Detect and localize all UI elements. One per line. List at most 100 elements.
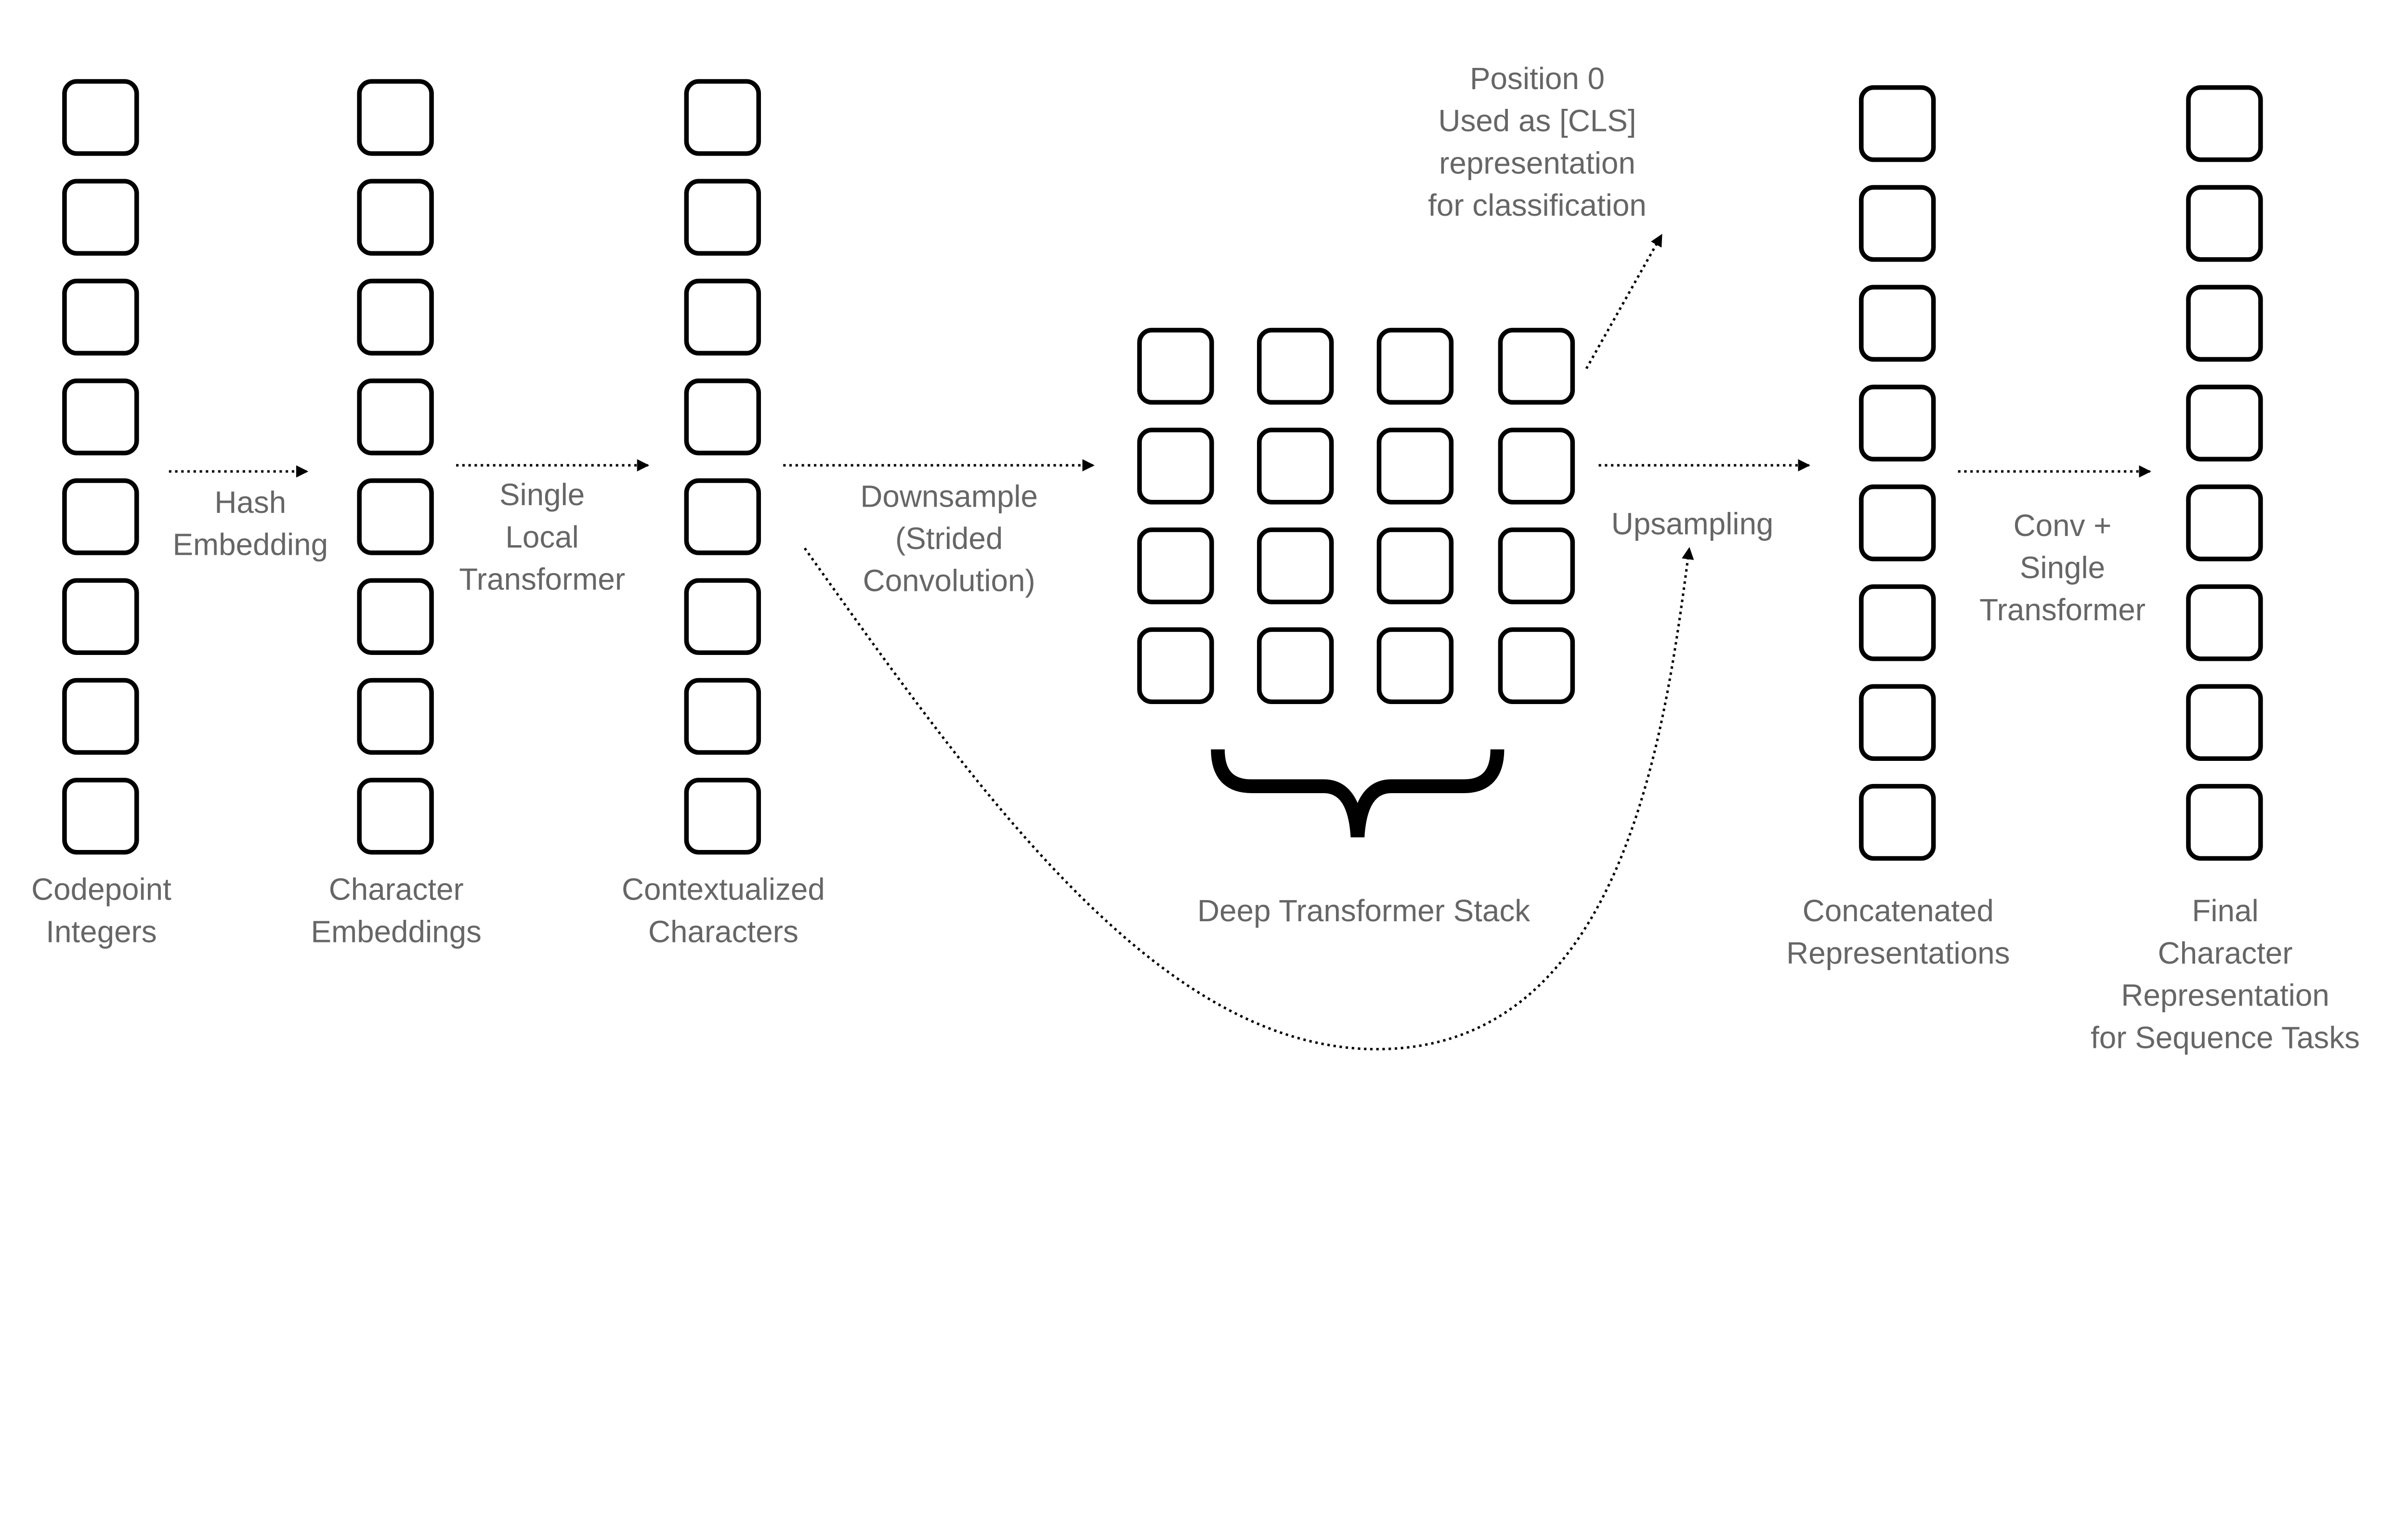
column-0-cell (62, 578, 139, 655)
step-label-line: Convolution) (863, 563, 1035, 598)
column-2-cell (684, 179, 761, 256)
cls-note-line: Used as [CLS] (1438, 104, 1636, 138)
transformer-grid-cell (1137, 527, 1214, 604)
column-1-cell (357, 778, 434, 855)
column-1-cell (357, 79, 434, 156)
column-3-cell (1859, 185, 1936, 262)
column-label-line: Characters (648, 914, 798, 949)
column-2-cell (684, 778, 761, 855)
column-3-cell (1859, 384, 1936, 462)
column-0-cell (62, 79, 139, 156)
brace-icon (1211, 749, 1505, 837)
step-label-line: Upsampling (1611, 507, 1774, 541)
column-label-line: Codepoint (31, 872, 171, 907)
cls-note-line: representation (1439, 145, 1636, 180)
step-label-line: Embedding (172, 527, 328, 562)
column-1-cell (357, 478, 434, 555)
column-0-cell (62, 379, 139, 456)
column-4-cell (2186, 484, 2263, 562)
column-3-cell (1859, 784, 1936, 861)
arrows (169, 234, 2151, 1051)
arrow-cls (1585, 234, 1663, 369)
step-label-line: Transformer (459, 562, 625, 596)
grid-label-line: Deep Transformer Stack (1197, 893, 1530, 928)
column-label-line: Representation (2121, 978, 2329, 1013)
column-2-cell (684, 578, 761, 655)
step-label-line: Single (499, 477, 585, 512)
column-label-line: Character (329, 872, 464, 907)
column-0-cell (62, 478, 139, 555)
column-label-line: Final (2192, 893, 2258, 928)
transformer-grid-cell (1376, 428, 1454, 505)
transformer-grid-cell (1257, 527, 1334, 604)
transformer-grid-cell (1137, 627, 1214, 705)
column-label-line: Integers (46, 914, 157, 949)
transformer-grid-cell (1137, 327, 1214, 405)
column-4-cell (2186, 285, 2263, 362)
column-1-cell (357, 678, 434, 755)
arrow-residual-skip (803, 547, 1694, 1051)
column-label-line: Concatenated (1803, 893, 1994, 928)
column-4-cell (2186, 185, 2263, 262)
column-label-line: Contextualized (622, 872, 825, 907)
column-3-cell (1859, 584, 1936, 661)
column-2-cell (684, 478, 761, 555)
transformer-grid-cell (1137, 428, 1214, 505)
transformer-grid-cell (1498, 527, 1575, 604)
column-2-cell (684, 278, 761, 356)
step-label: Upsampling (1611, 507, 1774, 541)
transformer-grid-cell (1257, 627, 1334, 705)
transformer-grid-cell (1376, 527, 1454, 604)
column-label-line: Embeddings (311, 914, 481, 949)
column-2-cell (684, 79, 761, 156)
column-1-cell (357, 179, 434, 256)
cls-note-line: Position 0 (1470, 61, 1605, 96)
transformer-grid-cell (1498, 428, 1575, 505)
column-label-line: Character (2158, 936, 2293, 970)
column-4-cell (2186, 684, 2263, 761)
transformer-grid-cell (1498, 627, 1575, 705)
step-label-line: (Strided (895, 521, 1003, 556)
cls-note-line: for classification (1428, 188, 1647, 222)
column-0-cell (62, 778, 139, 855)
column-1-cell (357, 278, 434, 356)
step-label-line: Local (505, 520, 578, 554)
transformer-grid-cell (1257, 428, 1334, 505)
column-4-cell (2186, 584, 2263, 661)
canine-architecture-diagram: CodepointIntegersCharacterEmbeddingsCont… (31, 61, 2360, 1055)
step-label-line: Conv + (2014, 508, 2112, 543)
column-0-cell (62, 678, 139, 755)
transformer-grid-cell (1376, 627, 1454, 705)
column-label-line: Representations (1786, 936, 2010, 970)
grid-label: Deep Transformer Stack (1197, 893, 1530, 928)
labels: CodepointIntegersCharacterEmbeddingsCont… (31, 61, 2360, 1055)
cell-boxes (62, 79, 2263, 861)
column-0-cell (62, 179, 139, 256)
column-3-cell (1859, 285, 1936, 362)
column-3-cell (1859, 484, 1936, 562)
column-label-line: for Sequence Tasks (2091, 1020, 2360, 1055)
column-2-cell (684, 678, 761, 755)
column-3-cell (1859, 85, 1936, 162)
column-4-cell (2186, 384, 2263, 462)
column-2-cell (684, 379, 761, 456)
column-0-cell (62, 278, 139, 356)
column-4-cell (2186, 85, 2263, 162)
column-4-cell (2186, 784, 2263, 861)
transformer-grid-cell (1257, 327, 1334, 405)
column-1-cell (357, 379, 434, 456)
column-1-cell (357, 578, 434, 655)
step-label-line: Transformer (1979, 592, 2146, 627)
transformer-grid-cell (1498, 327, 1575, 405)
cls-note: Position 0 Used as [CLS] representation for… (1428, 61, 1647, 222)
step-label-line: Hash (214, 485, 286, 520)
